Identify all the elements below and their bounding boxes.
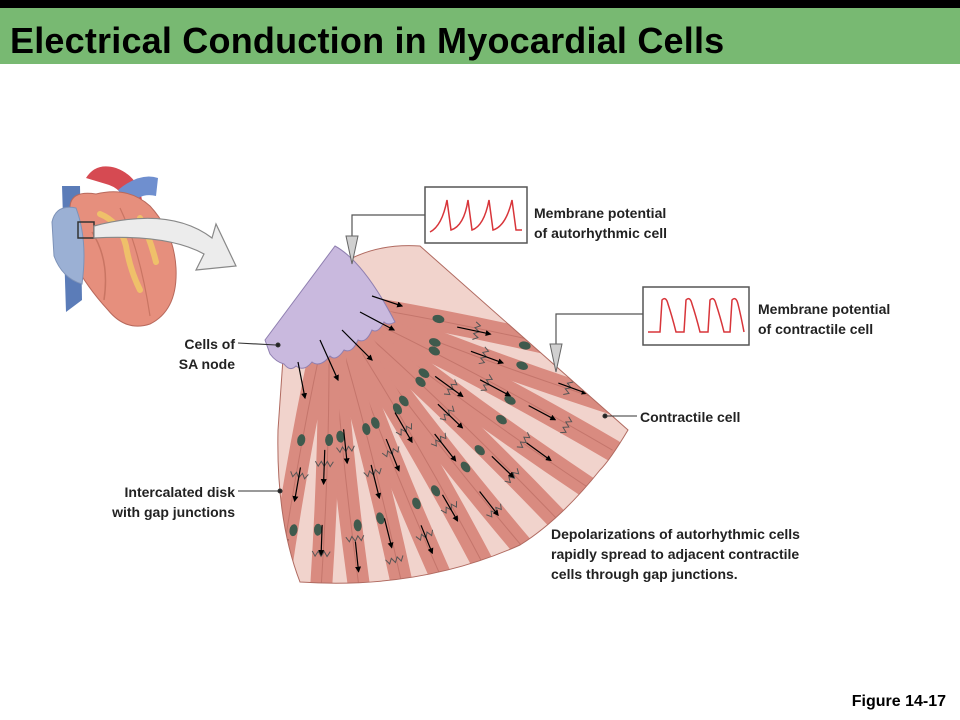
nucleus (336, 430, 345, 443)
fiber-striation (336, 328, 408, 584)
conduction-arrow (558, 382, 588, 395)
conduction-arrow (320, 449, 327, 486)
nucleus (432, 314, 445, 324)
contractile-cell-label: Contractile cell (640, 409, 741, 425)
conduction-arrow (437, 403, 464, 429)
conduction-arrow (318, 524, 325, 557)
conduction-arrow (434, 433, 457, 462)
conduction-arrow (441, 494, 459, 522)
conduction-arrow (292, 467, 302, 503)
nucleus (362, 423, 371, 435)
conduction-arrow (383, 518, 394, 549)
gap-junction (385, 555, 404, 565)
nucleus (504, 395, 516, 405)
contractile-mp-label-line1: Membrane potential (758, 301, 891, 317)
gap-junction (345, 534, 365, 543)
contractile-mp-label-line2: of contractile cell (758, 321, 874, 337)
conduction-arrow (470, 350, 505, 365)
sa-node-label-line1: Cells of (184, 336, 235, 352)
contractile-mp-label: Membrane potential of contractile cell (758, 299, 890, 339)
nucleus (371, 417, 380, 429)
nucleus (518, 341, 531, 350)
conduction-arrow (394, 412, 413, 444)
conduction-arrow (479, 491, 499, 517)
nucleus (430, 485, 441, 497)
right-atrium (51, 206, 85, 285)
magnify-arrow (93, 217, 237, 271)
conduction-arrow (434, 375, 464, 398)
gap-junction (560, 340, 570, 359)
nucleus (429, 338, 441, 347)
intercalated-label-line1: Intercalated disk (124, 484, 236, 500)
conduction-arrow (354, 541, 362, 573)
title-band: Electrical Conduction in Myocardial Cell… (0, 8, 960, 64)
nucleus (297, 434, 306, 447)
autorhythmic-label: Membrane potential of autorhythmic cell (534, 203, 667, 243)
gap-junction (277, 559, 294, 569)
caption-line3: cells through gap junctions. (551, 566, 738, 582)
conduction-arrow (491, 455, 515, 478)
caption: Depolarizations of autorhythmic cells ra… (551, 524, 800, 584)
nucleus (412, 497, 421, 510)
conduction-arrow (385, 438, 400, 472)
gap-junction (516, 432, 531, 448)
nucleus (376, 512, 385, 525)
nucleus (325, 434, 334, 447)
fiber-striation (351, 320, 561, 523)
nucleus (289, 524, 298, 537)
heart-illustration (51, 166, 177, 327)
intercalated-label-line2: with gap junctions (112, 504, 235, 520)
nucleus (460, 461, 471, 473)
conduction-arrow (420, 525, 434, 555)
conduction-arrow (526, 442, 552, 462)
fiber-striation (318, 329, 330, 584)
nucleus (474, 445, 485, 456)
autorhythmic-label-line1: Membrane potential (534, 205, 667, 221)
conduction-arrow (342, 429, 350, 465)
nucleus (516, 361, 528, 370)
top-black-bar (0, 0, 960, 8)
fiber-striation (344, 325, 491, 578)
gap-junction (311, 550, 331, 558)
conduction-arrow (528, 405, 557, 421)
nucleus (313, 523, 322, 536)
conduction-arrow (370, 464, 382, 500)
leader-lines (237, 342, 637, 494)
conduction-arrow (280, 539, 289, 571)
sa-node-label-line2: SA node (178, 356, 235, 372)
autorhythmic-potential-graph (345, 186, 528, 265)
conduction-arrow (479, 379, 512, 397)
sa-node-cells (264, 245, 404, 400)
nucleus (428, 346, 440, 356)
gap-junction (504, 468, 520, 484)
pointer-arrow (345, 235, 359, 265)
nucleus (398, 395, 409, 407)
sa-node-label: Cells of SA node (179, 334, 235, 374)
conduction-arrow (457, 326, 492, 337)
autorhythmic-label-line2: of autorhythmic cell (534, 225, 668, 241)
nucleus (496, 414, 507, 425)
nucleus (392, 403, 403, 415)
nucleus (415, 376, 426, 387)
figure-label: Figure 14-17 (851, 693, 946, 710)
intercalated-disk-label: Intercalated disk with gap junctions (112, 482, 235, 522)
nucleus (418, 368, 430, 378)
gap-junction (560, 416, 573, 434)
page-title: Electrical Conduction in Myocardial Cell… (10, 20, 725, 61)
nucleus (353, 519, 362, 532)
caption-line2: rapidly spread to adjacent contractile (551, 546, 800, 562)
contractile-potential-graph (549, 286, 750, 373)
caption-line1: Depolarizations of autorhythmic cells (551, 526, 800, 542)
